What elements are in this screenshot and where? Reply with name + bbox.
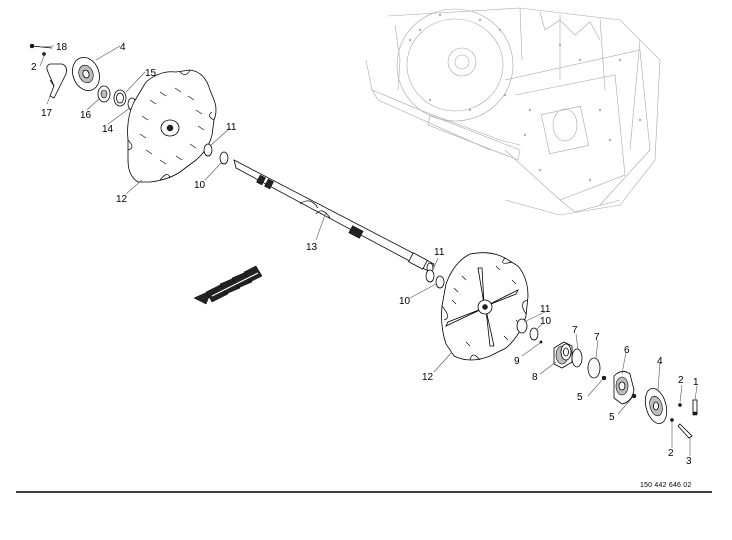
callout-4: 4 xyxy=(120,42,126,53)
callout-11: 11 xyxy=(226,122,237,133)
callout-2: 2 xyxy=(668,448,674,459)
callout-12: 12 xyxy=(422,372,434,383)
callout-4: 4 xyxy=(657,356,663,367)
callout-10: 10 xyxy=(540,316,552,327)
callout-14: 14 xyxy=(102,124,114,135)
callout-3: 3 xyxy=(686,456,692,467)
rotor-disc-left xyxy=(127,69,217,183)
right-hardware xyxy=(670,399,698,439)
callout-1: 1 xyxy=(693,377,699,388)
callout-13: 13 xyxy=(306,242,318,253)
callout-7: 7 xyxy=(572,325,578,336)
circlip-10-right-outer xyxy=(529,327,539,341)
callout-10: 10 xyxy=(194,180,206,191)
callout-labels: 18 4 2 15 17 16 14 11 10 12 13 11 10 11 … xyxy=(31,42,699,467)
disc-vanes xyxy=(445,267,519,347)
bearing-left xyxy=(97,85,111,103)
callout-5: 5 xyxy=(577,392,583,403)
shaft xyxy=(233,159,435,274)
callout-15: 15 xyxy=(145,68,157,79)
callout-11: 11 xyxy=(540,304,551,315)
bearing-8 xyxy=(553,341,573,369)
o-ring-7a xyxy=(571,348,583,368)
background-machine-frame xyxy=(365,7,661,216)
o-ring-7b xyxy=(587,357,601,379)
nut-5a xyxy=(601,375,607,381)
nut-5b xyxy=(631,393,637,399)
circlip-10-right xyxy=(435,275,445,289)
leader-lines xyxy=(39,45,698,456)
callout-7: 7 xyxy=(594,332,600,343)
o-ring-11-left xyxy=(203,143,213,157)
bearing-housing-left xyxy=(72,57,100,91)
callout-11: 11 xyxy=(434,247,445,258)
callout-5: 5 xyxy=(609,412,615,423)
bearing-housing-6 xyxy=(613,371,635,405)
o-ring-11-right-outer xyxy=(516,318,528,334)
spacer-ring-15 xyxy=(113,89,127,107)
callout-9: 9 xyxy=(514,356,520,367)
callout-18: 18 xyxy=(56,42,68,53)
callout-2: 2 xyxy=(678,375,684,386)
rotor-disc-right xyxy=(441,252,529,361)
callout-2: 2 xyxy=(31,62,37,73)
callout-10: 10 xyxy=(399,296,411,307)
callout-12: 12 xyxy=(116,194,128,205)
callout-8: 8 xyxy=(532,372,538,383)
travel-direction-arrow-icon xyxy=(193,265,263,305)
callout-16: 16 xyxy=(80,110,92,121)
bearing-housing-right xyxy=(644,388,668,424)
o-ring-11-right xyxy=(425,269,435,283)
document-number: 150 442 646 02 xyxy=(640,482,692,489)
callout-17: 17 xyxy=(41,108,53,119)
grease-nipple-9 xyxy=(539,340,543,344)
callout-6: 6 xyxy=(624,345,630,356)
left-bracket-assembly xyxy=(29,43,67,99)
circlip-10-left xyxy=(219,151,229,165)
